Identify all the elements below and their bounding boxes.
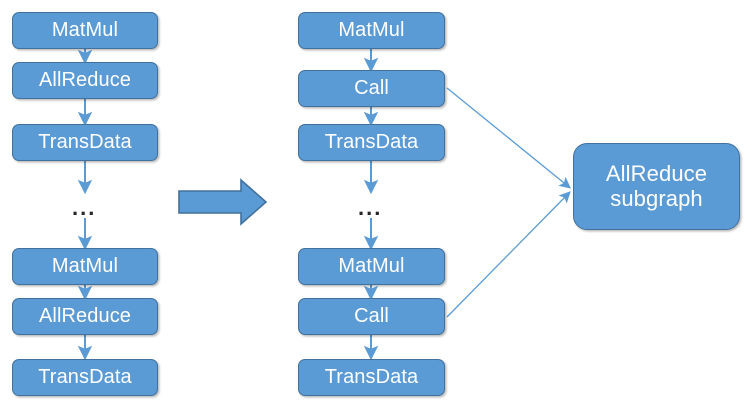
node-right-matmul-2[interactable]: MatMul [298, 248, 445, 285]
node-left-transdata-2[interactable]: TransData [12, 359, 158, 396]
node-left-transdata-1[interactable]: TransData [12, 124, 158, 161]
connector-r-call2-to-subgraph [446, 191, 571, 318]
left-ellipsis: ... [72, 195, 97, 220]
node-right-matmul-1[interactable]: MatMul [298, 12, 445, 49]
right-ellipsis: ... [358, 195, 383, 220]
node-right-call-2[interactable]: Call [298, 298, 445, 335]
node-right-call-1[interactable]: Call [298, 70, 445, 107]
node-left-allreduce-2[interactable]: AllReduce [12, 298, 158, 335]
subgraph-connectors [446, 87, 572, 318]
connector-r-call1-to-subgraph [446, 87, 572, 189]
node-right-transdata-1[interactable]: TransData [298, 124, 445, 161]
node-left-allreduce-1[interactable]: AllReduce [12, 62, 158, 99]
node-left-matmul-2[interactable]: MatMul [12, 248, 158, 285]
node-right-transdata-2[interactable]: TransData [298, 359, 445, 396]
node-left-matmul-1[interactable]: MatMul [12, 12, 158, 49]
node-allreduce-subgraph[interactable]: AllReduce subgraph [573, 143, 740, 230]
transform-block-arrow [178, 178, 268, 226]
